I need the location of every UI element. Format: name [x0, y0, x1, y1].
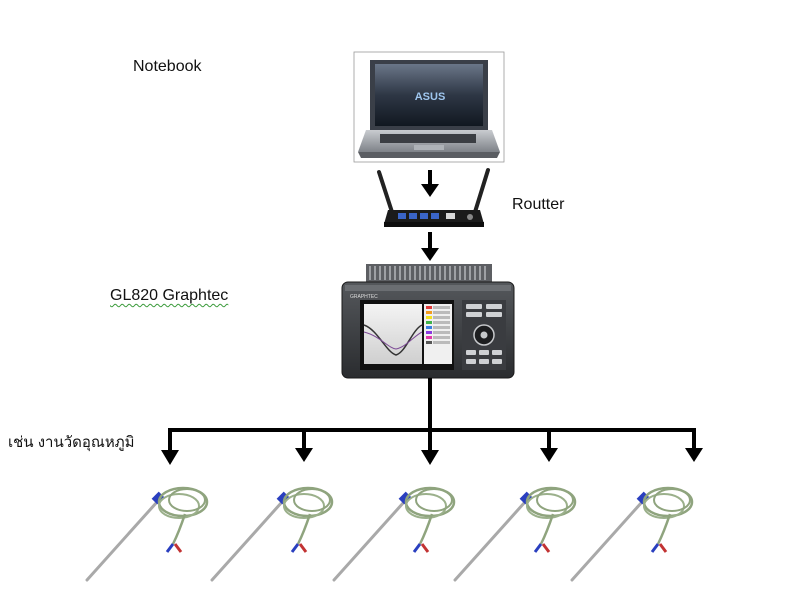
- arrow-router-to-device: [421, 232, 439, 261]
- notebook-label: Notebook: [133, 58, 202, 75]
- thermocouple-1: [85, 486, 209, 582]
- arrow-laptop-to-router: [421, 170, 439, 197]
- arrow-to-sensor-1: [161, 430, 179, 465]
- thermocouple-4: [453, 486, 577, 582]
- device-brand: GRAPHTEC: [350, 294, 378, 300]
- router-label: Routter: [512, 196, 565, 213]
- arrow-to-sensor-4: [540, 430, 558, 462]
- laptop-brand: ASUS: [415, 91, 446, 103]
- arrow-to-sensor-3: [421, 430, 439, 465]
- thermocouple-2: [210, 486, 334, 582]
- thermocouple-5: [570, 486, 694, 582]
- device-label: GL820 Graphtec: [110, 287, 229, 304]
- distribution-bus: [168, 378, 696, 432]
- laptop-image: ASUS: [353, 51, 505, 163]
- router-image: [377, 168, 490, 227]
- device-image: GRAPHTEC: [341, 264, 515, 379]
- arrow-to-sensor-2: [295, 430, 313, 462]
- thermocouple-3: [332, 486, 456, 582]
- arrow-to-sensor-5: [685, 430, 703, 462]
- sensors-label: เช่น งานวัดอุณหภูมิ: [8, 434, 135, 451]
